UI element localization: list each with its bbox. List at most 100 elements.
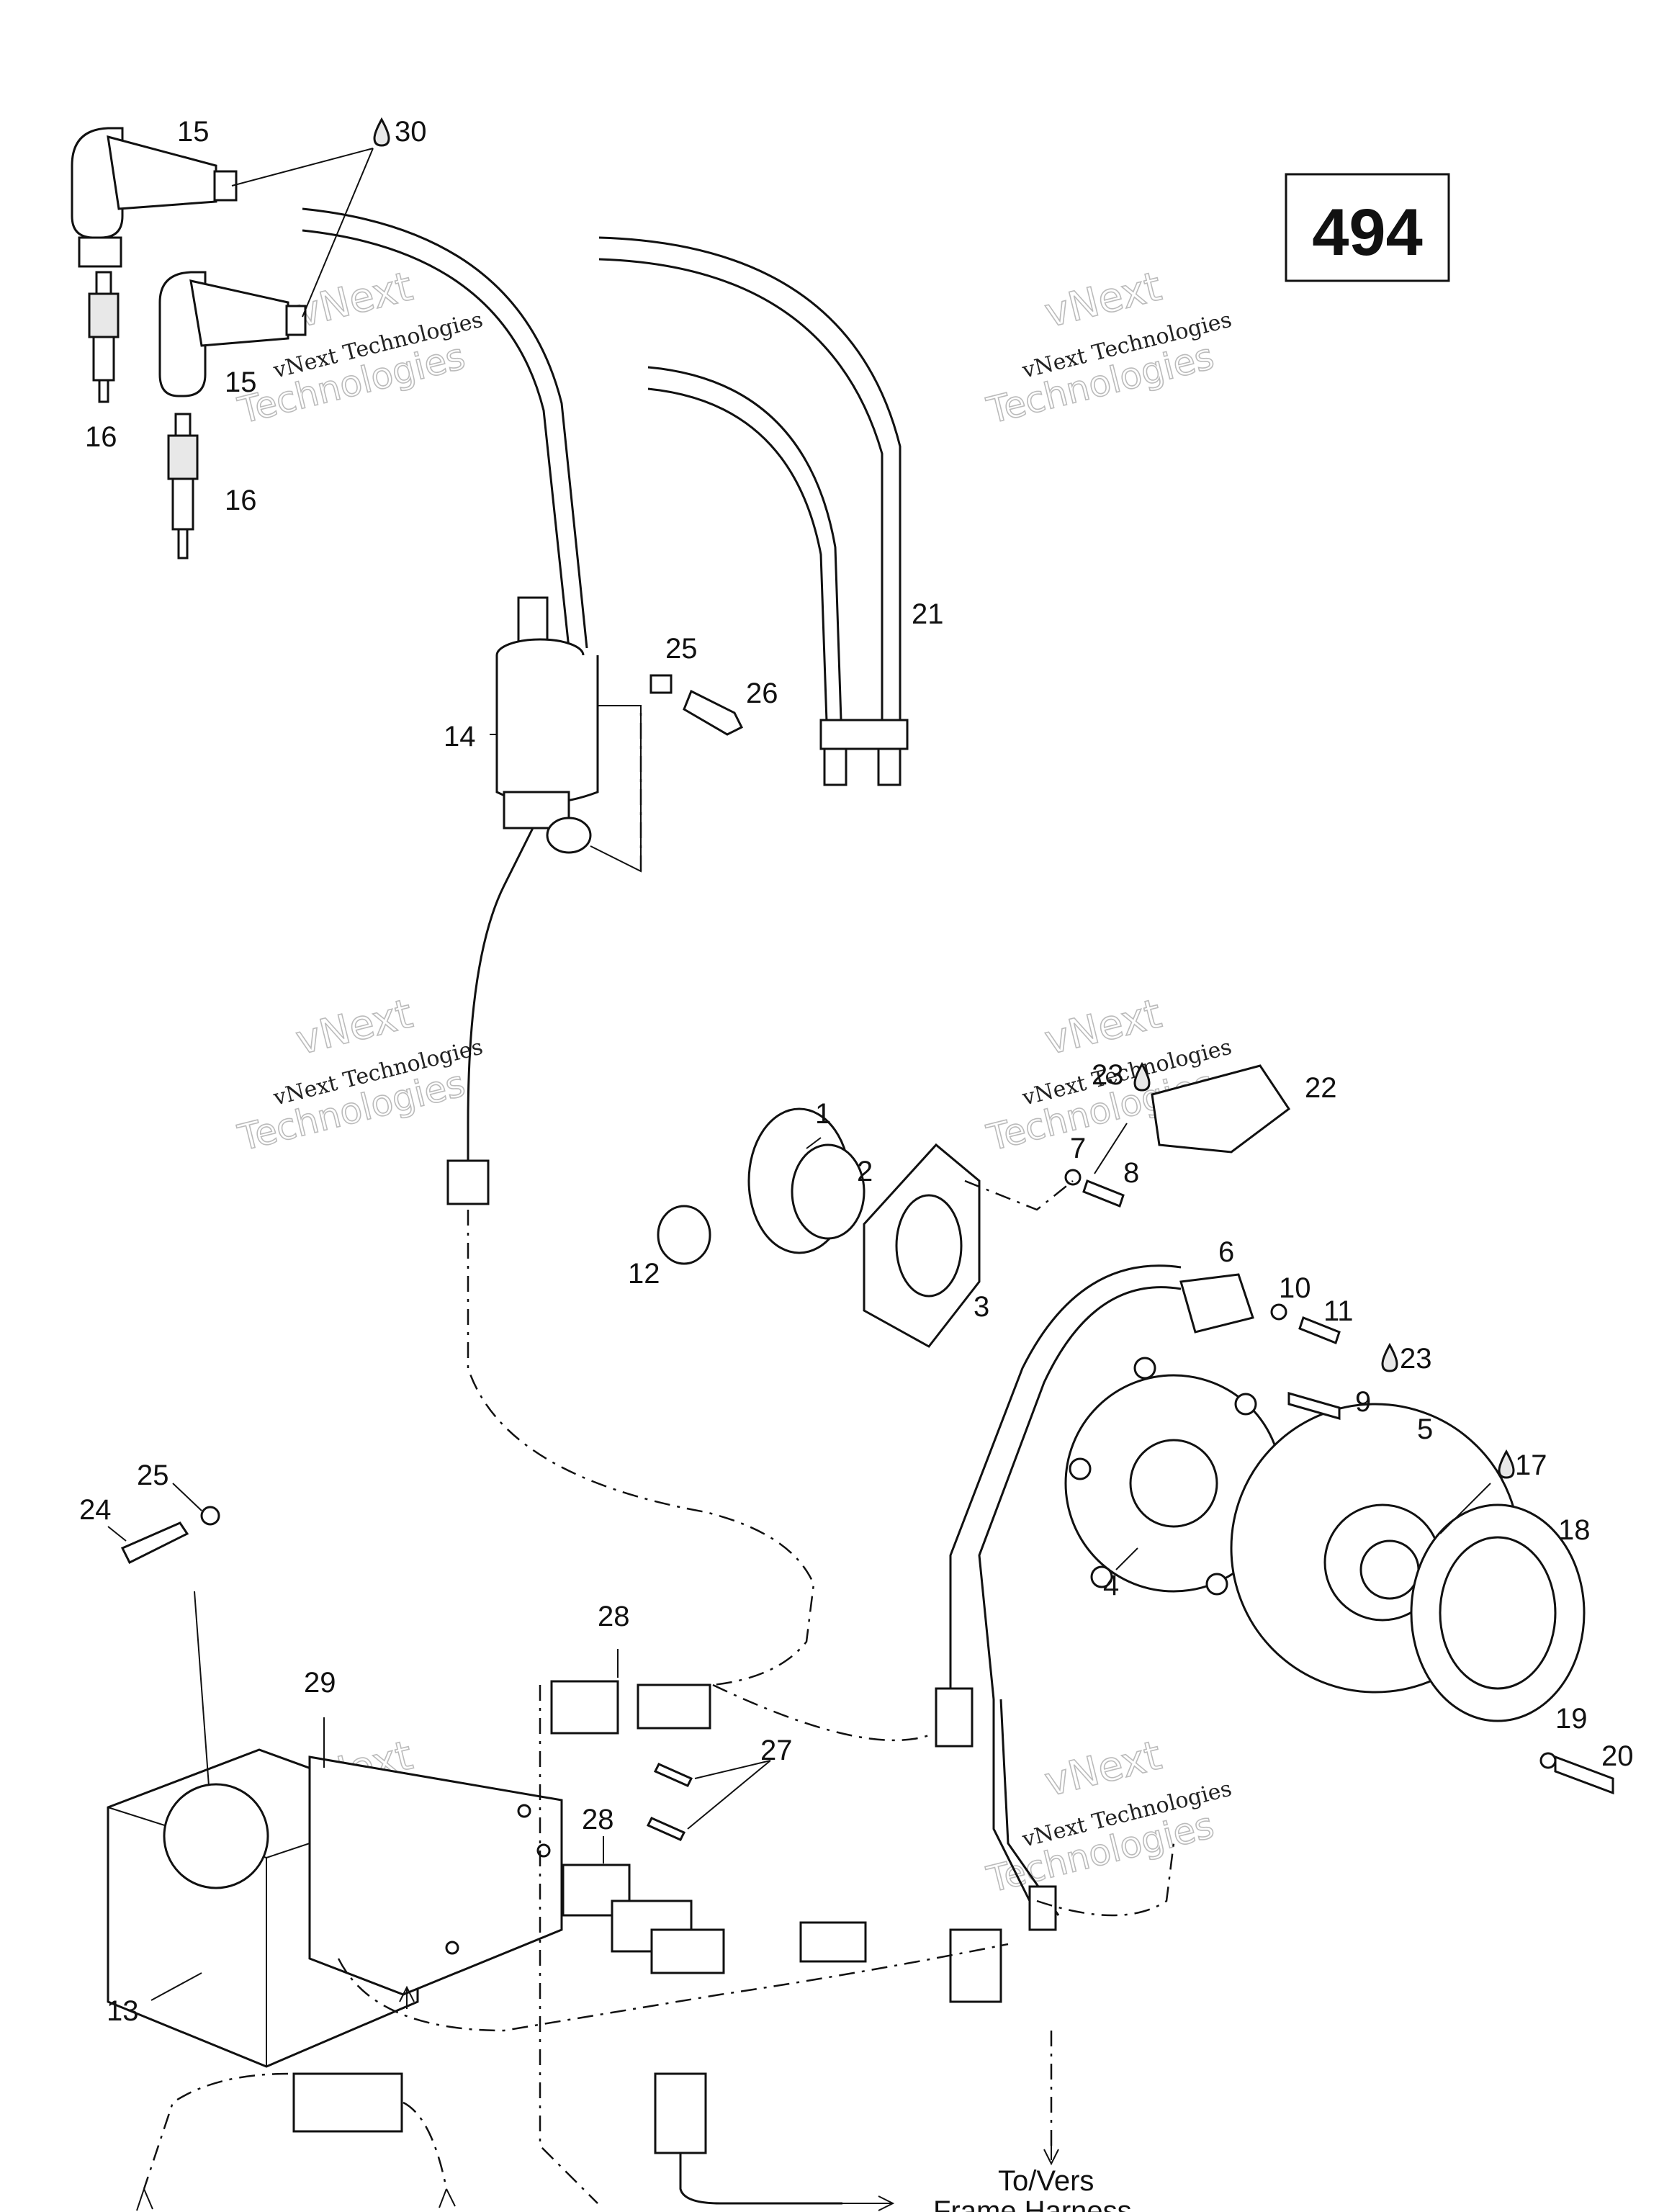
arrow-to-frame-down	[1043, 2146, 1059, 2166]
screw-26	[683, 689, 744, 736]
screw-11	[1298, 1316, 1341, 1344]
callout-28-lower: 28	[582, 1804, 614, 1835]
ht-lead-3b	[647, 387, 830, 764]
callout-20: 20	[1601, 1740, 1634, 1772]
frame-plug	[654, 2072, 707, 2154]
watermark-vnext: vNext	[1040, 264, 1166, 338]
leader-25-lower	[172, 1483, 202, 1511]
callout-30: 30	[395, 116, 427, 148]
plug-lower-b	[650, 1928, 725, 1974]
arrow-bracket-up	[399, 1985, 415, 2009]
callout-8: 8	[1123, 1157, 1139, 1189]
callout-23-upper: 23	[1092, 1059, 1124, 1091]
leader-30-a	[231, 148, 374, 186]
callout-10: 10	[1279, 1272, 1311, 1304]
callout-14: 14	[444, 721, 476, 752]
leader-4	[1115, 1547, 1138, 1570]
leader-30-b	[302, 148, 374, 318]
callout-11: 11	[1323, 1295, 1354, 1327]
callout-25-upper: 25	[665, 633, 698, 665]
leader-23-upper	[1094, 1123, 1128, 1174]
callout-4: 4	[1103, 1570, 1119, 1601]
connector-pair	[292, 2072, 403, 2133]
washer-7	[1064, 1169, 1082, 1186]
leader-24	[107, 1526, 127, 1542]
callout-22: 22	[1305, 1072, 1337, 1104]
route-housing	[964, 1179, 1074, 1211]
route-lower-left-b	[403, 2101, 448, 2190]
leader-13	[150, 1972, 202, 2001]
mounting-bracket	[308, 1755, 563, 1996]
watermark-vnext: vNext	[1040, 1732, 1166, 1807]
lead-end-1	[823, 747, 848, 786]
arrow-right-lower	[439, 2188, 456, 2208]
ht-lead-3	[647, 366, 844, 764]
plate-number-box	[1285, 173, 1450, 282]
route-bracket-vertical	[539, 1685, 598, 2204]
cover-22	[1151, 1064, 1291, 1154]
route-upper-harness	[712, 1683, 930, 1742]
connector-28-upper	[550, 1680, 619, 1735]
leader-17	[1439, 1483, 1491, 1534]
route-right	[1036, 1843, 1175, 1917]
route-coil-to-mpem	[467, 1210, 815, 1686]
callout-1: 1	[815, 1098, 831, 1130]
callout-27: 27	[760, 1735, 793, 1766]
callout-16-upper: 16	[85, 421, 117, 453]
inline-connector	[799, 1921, 867, 1963]
callout-25-lower: 25	[137, 1460, 169, 1491]
trigger-ring	[1410, 1503, 1586, 1722]
harness-connector	[935, 1687, 974, 1748]
watermark-vnext: vNext	[1040, 991, 1166, 1065]
callout-28-upper: 28	[598, 1601, 630, 1632]
spark-plug-upper	[88, 271, 120, 403]
route-mpem-bottom	[337, 1943, 1009, 2032]
leader-27-a	[694, 1760, 771, 1779]
callout-23-lower: 23	[1400, 1343, 1432, 1375]
callout-24: 24	[79, 1494, 112, 1526]
ht-lead-2	[598, 236, 902, 763]
route-lower-left	[143, 2072, 289, 2190]
detail-circle	[163, 1783, 269, 1889]
drop-icon-23-lower	[1381, 1342, 1398, 1372]
arrow-left	[136, 2188, 153, 2211]
callout-6: 6	[1218, 1236, 1234, 1268]
seal-12	[657, 1205, 711, 1265]
spark-plug-cap-upper	[71, 127, 238, 268]
callout-3: 3	[974, 1291, 989, 1323]
bracket-hole-1	[517, 1804, 531, 1818]
spark-plug-lower	[167, 413, 199, 559]
watermark-6: vNext vNext Technologies Technologies	[982, 1732, 1234, 1902]
leader-27-b	[687, 1760, 771, 1830]
callout-19: 19	[1555, 1703, 1588, 1735]
screw-9	[1287, 1392, 1341, 1420]
lead-clip	[819, 719, 909, 750]
watermark-vnext: vNext	[292, 264, 417, 338]
frame-wire	[679, 2153, 842, 2205]
ht-lead-1	[302, 207, 588, 649]
lead-end-2	[877, 747, 902, 786]
plate-number: 494	[1312, 196, 1423, 269]
arrow-frame	[842, 2195, 895, 2211]
washer-25	[649, 674, 673, 694]
housing-bore	[895, 1194, 963, 1298]
coil-ground-lead	[467, 827, 534, 1166]
callout-15-upper: 15	[177, 116, 210, 148]
terminal-27-a	[653, 1763, 693, 1787]
watermark-2: vNext vNext Technologies Technologies	[982, 263, 1234, 433]
oil-seal	[791, 1143, 866, 1240]
leader-1	[806, 1137, 822, 1149]
callout-21: 21	[912, 598, 944, 630]
callout-7: 7	[1070, 1133, 1086, 1164]
callout-29: 29	[304, 1667, 336, 1699]
callout-13: 13	[107, 1995, 139, 2027]
ignition-coil	[495, 596, 642, 873]
ht-lead-1b	[302, 229, 570, 649]
drop-icon-23-upper	[1133, 1061, 1151, 1092]
plug-upper	[637, 1683, 711, 1730]
to-vers-label: To/Vers	[998, 2165, 1094, 2197]
trigger-coil	[1179, 1273, 1254, 1334]
callout-5: 5	[1417, 1413, 1433, 1445]
ht-lead-2b	[598, 258, 884, 763]
